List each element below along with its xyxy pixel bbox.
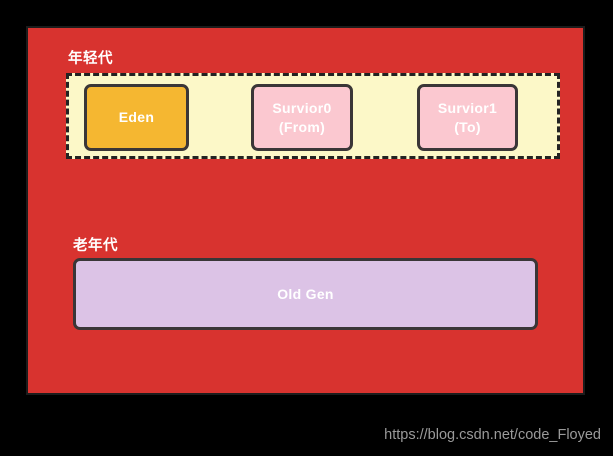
survivor0-label-line2: (From)	[278, 118, 326, 135]
memory-region-old-gen: Old Gen	[73, 258, 538, 330]
eden-label-line1: Eden	[118, 109, 155, 126]
old-gen-label: Old Gen	[277, 286, 334, 302]
jvm-heap-panel: 年轻代 Eden Survior0 (From) Survior1 (To) 老…	[26, 26, 585, 395]
memory-region-survivor0: Survior0 (From)	[251, 84, 353, 151]
eden-label: Eden	[119, 108, 154, 126]
memory-region-survivor1: Survior1 (To)	[417, 84, 518, 151]
memory-region-eden: Eden	[84, 84, 189, 151]
survivor0-label-line1: Survior0	[272, 100, 332, 117]
survivor0-label: Survior0 (From)	[272, 99, 331, 136]
watermark-url: https://blog.csdn.net/code_Floyed	[384, 427, 601, 443]
survivor1-label: Survior1 (To)	[438, 99, 497, 136]
young-generation-heading: 年轻代	[68, 51, 113, 67]
old-generation-heading: 老年代	[73, 238, 118, 254]
survivor1-label-line1: Survior1	[437, 100, 498, 117]
young-generation-container: Eden Survior0 (From) Survior1 (To)	[66, 73, 560, 159]
survivor1-label-line2: (To)	[454, 118, 481, 135]
